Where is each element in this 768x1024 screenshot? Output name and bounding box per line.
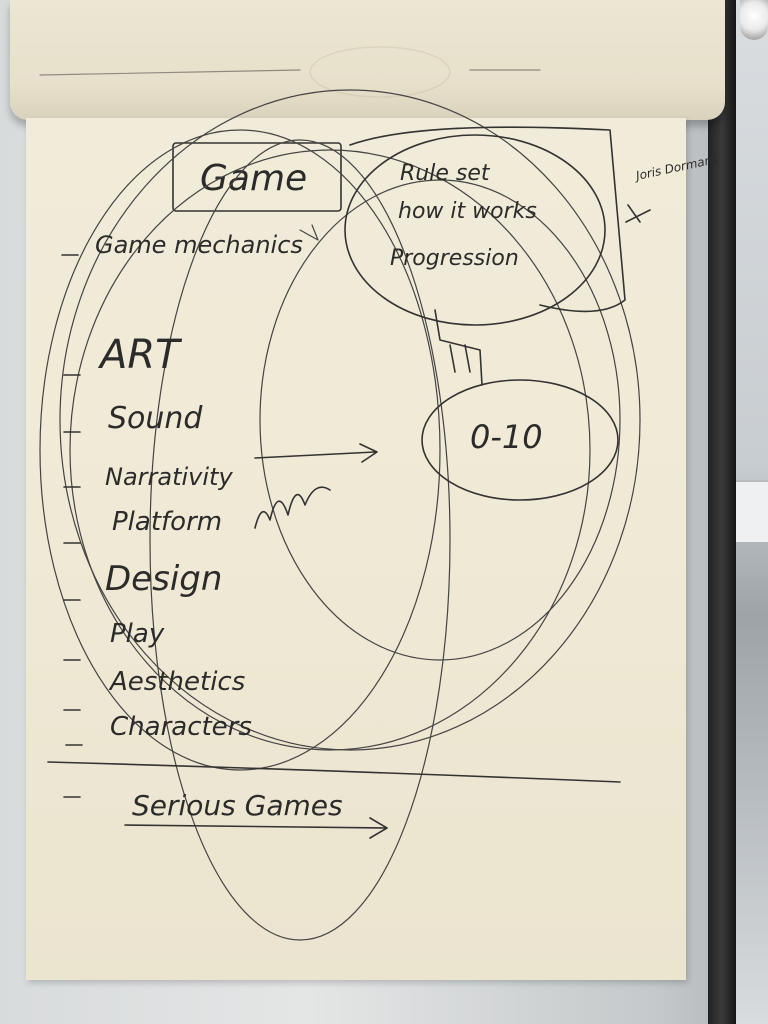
faint-show-through — [39, 46, 541, 98]
note-progression: Progression — [390, 246, 519, 271]
platform-squiggle — [254, 486, 331, 529]
divider-line — [47, 761, 621, 783]
item-art: ART — [97, 332, 183, 378]
item-narrativity: Narrativity — [105, 463, 233, 491]
item-characters: Characters — [110, 712, 252, 742]
narrativity-arrow — [254, 443, 378, 463]
note-rule-set: Rule set — [400, 161, 491, 186]
item-design: Design — [105, 559, 222, 599]
item-game-mechanics: Game mechanics — [95, 231, 303, 259]
note-author: Joris Dormans — [633, 152, 720, 183]
mechanics-arrow — [299, 224, 319, 241]
scale-ellipse — [421, 379, 619, 501]
title-box — [172, 142, 342, 212]
item-aesthetics: Aesthetics — [108, 667, 245, 697]
ceiling-lamp — [740, 0, 768, 40]
item-platform: Platform — [112, 507, 222, 537]
note-scale: 0-10 — [470, 418, 543, 456]
list-dashes — [61, 254, 83, 798]
folded-paper-top — [10, 0, 725, 120]
item-serious-games: Serious Games — [132, 789, 343, 822]
rule-set-box — [349, 126, 626, 313]
easel-stand — [708, 0, 736, 1024]
author-arrow — [625, 204, 651, 223]
overlapping-loops — [39, 89, 641, 941]
item-sound: Sound — [108, 401, 203, 436]
serious-games-arrow — [124, 817, 388, 839]
item-play: Play — [110, 619, 165, 649]
title-game: Game — [200, 158, 307, 199]
connector-mark — [434, 309, 483, 386]
rule-set-ellipse — [344, 134, 606, 326]
background-table — [736, 480, 768, 542]
note-how-it-works: how it works — [398, 199, 537, 224]
